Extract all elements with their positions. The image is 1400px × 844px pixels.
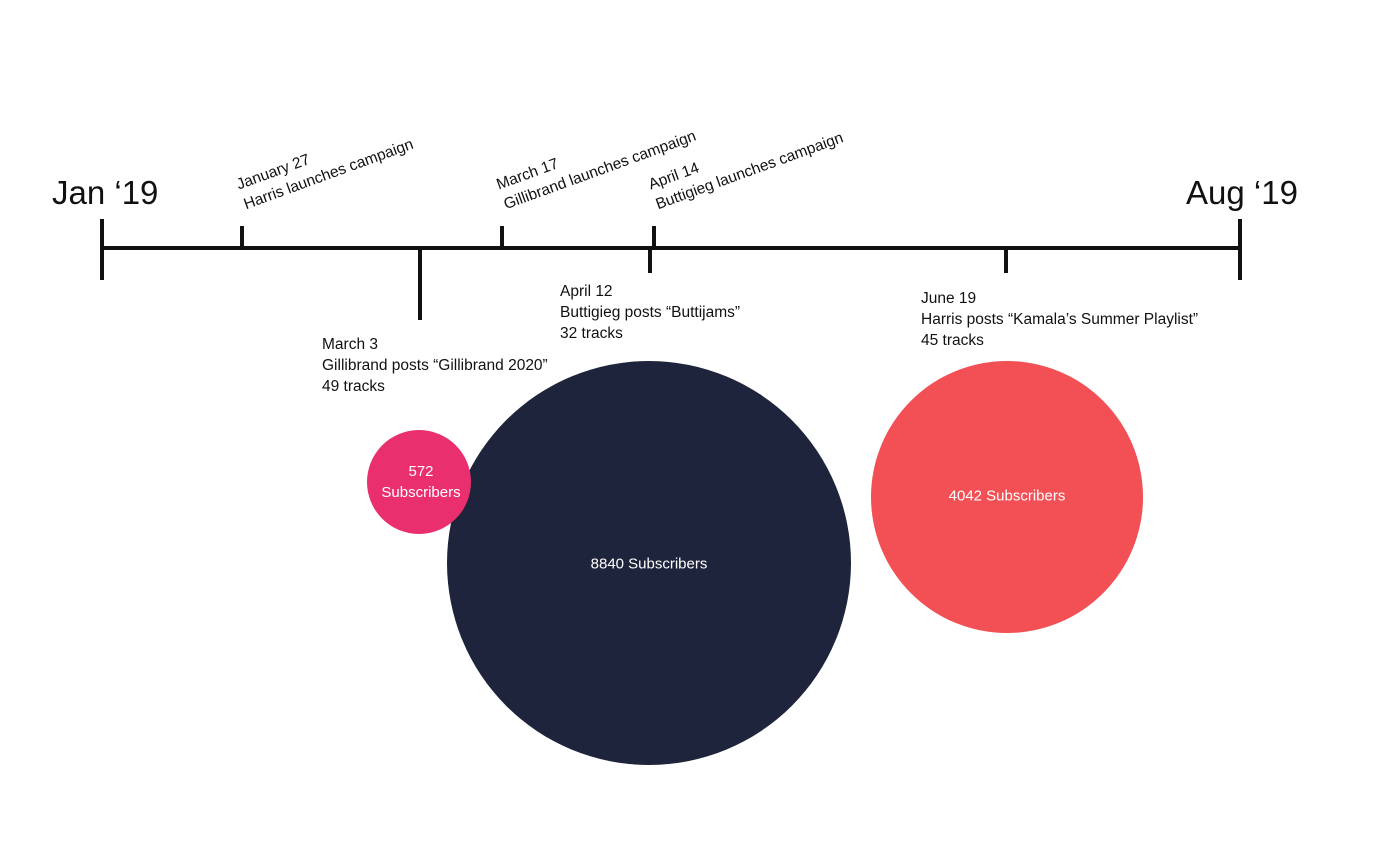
bubble-label-harris: 4042 Subscribers (948, 487, 1066, 505)
event-date: March 3 (322, 336, 378, 353)
bubble-label-gillibrand: 572 Subscribers (381, 463, 461, 501)
event-buttigieg-playlist: April 12 Buttigieg posts “Buttijams” 32 … (560, 281, 740, 344)
bubble-kamalas-summer-playlist (871, 361, 1143, 633)
event-text: Buttigieg posts “Buttijams” (560, 304, 741, 321)
event-tracks: 45 tracks (921, 332, 984, 349)
bubble-buttijams (447, 361, 851, 765)
event-tracks: 32 tracks (560, 325, 623, 342)
bubble-label-buttigieg: 8840 Subscribers (590, 555, 708, 573)
event-date: June 19 (921, 290, 977, 307)
timeline-end-label: Aug ‘19 (1186, 174, 1298, 211)
event-gillibrand-playlist: March 3 Gillibrand posts “Gillibrand 202… (322, 334, 548, 397)
event-date: April 12 (560, 283, 613, 300)
timeline-start-label: Jan ‘19 (52, 174, 159, 211)
event-tracks: 49 tracks (322, 378, 385, 395)
bubble-gillibrand-2020 (367, 430, 471, 534)
event-text: Harris posts “Kamala’s Summer Playlist” (921, 311, 1199, 328)
event-text: Gillibrand posts “Gillibrand 2020” (322, 357, 548, 374)
event-harris-playlist: June 19 Harris posts “Kamala’s Summer Pl… (921, 288, 1198, 351)
